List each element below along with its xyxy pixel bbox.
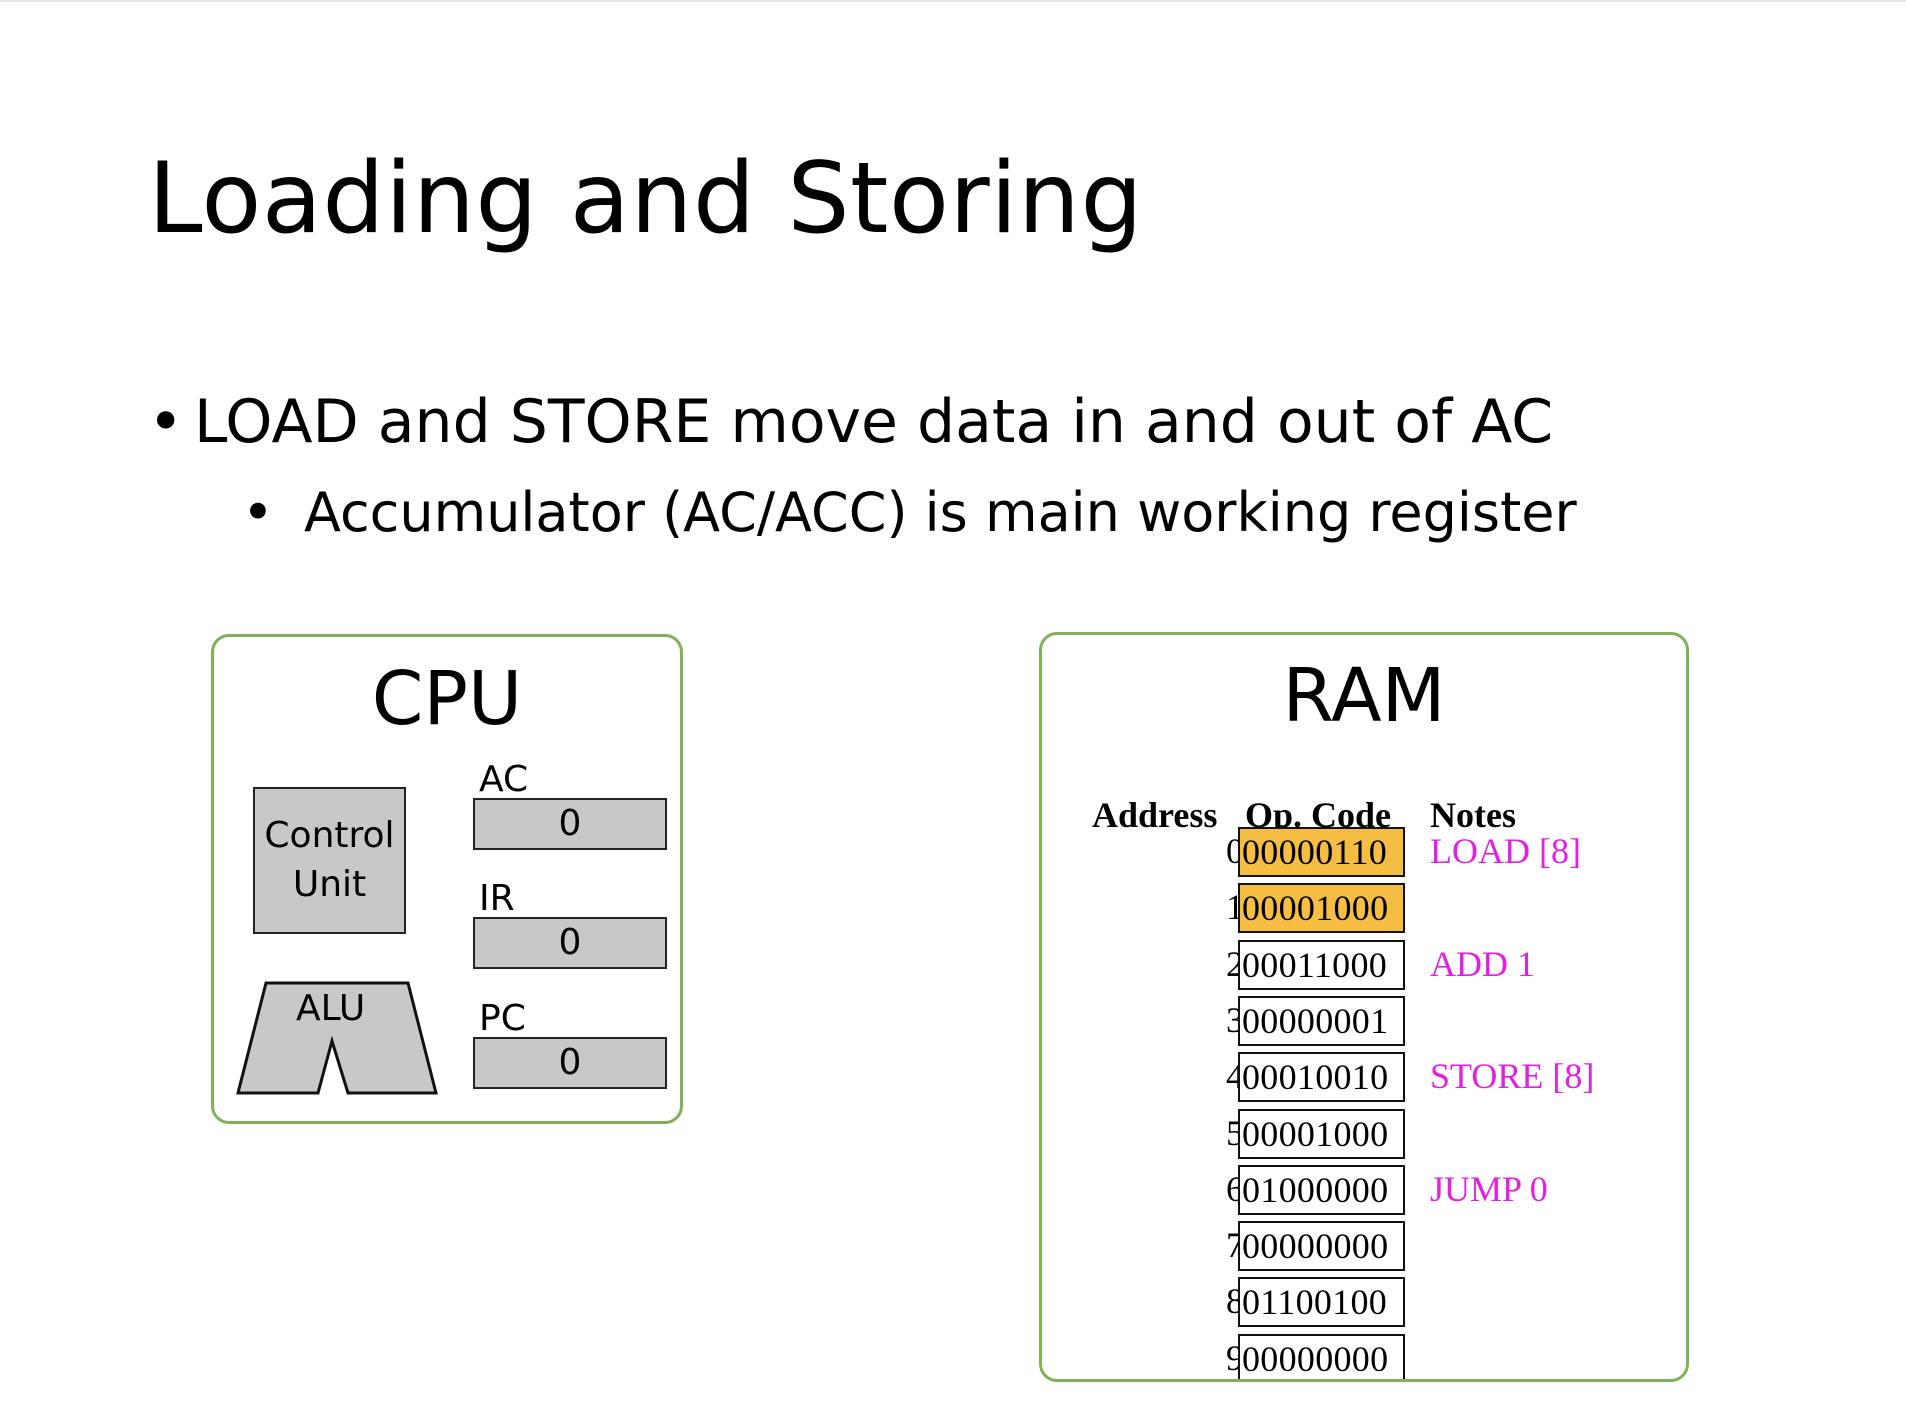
- ram-address: 8: [1226, 1281, 1244, 1322]
- ram-address: 4: [1226, 1056, 1244, 1097]
- ram-opcode-cell: 00011000: [1238, 939, 1405, 990]
- control-unit-label-line2: Unit: [292, 863, 367, 905]
- ram-note: STORE [8]: [1430, 1056, 1595, 1097]
- sub-bullet-item: •Accumulator (AC/ACC) is main working re…: [242, 486, 1577, 540]
- control-unit: Control Unit: [253, 787, 406, 934]
- ram-note: LOAD [8]: [1430, 831, 1581, 871]
- ram-address: 1: [1226, 887, 1244, 928]
- ram-opcode-cell: 01000000: [1238, 1164, 1405, 1215]
- bullet-text: Accumulator (AC/ACC) is main working reg…: [304, 481, 1577, 544]
- ram-opcode-cell: 00000000: [1238, 1333, 1405, 1379]
- ram-address: 5: [1226, 1112, 1244, 1153]
- register-ac-value: 0: [473, 798, 667, 850]
- ram-opcode-cell: 00000000: [1238, 1221, 1405, 1272]
- ram-opcode-cell: 00010010: [1238, 1052, 1405, 1103]
- slide-title: Loading and Storing: [148, 142, 1144, 256]
- ram-opcode-cell: 00001000: [1238, 883, 1405, 934]
- ram-opcode-cell: 00001000: [1238, 1108, 1405, 1159]
- register-label-ac: AC: [479, 759, 529, 800]
- alu-label: ALU: [296, 988, 366, 1029]
- ram-address: 7: [1226, 1225, 1244, 1266]
- ram-address: 9: [1226, 1337, 1244, 1378]
- ram-opcode-cell: 01100100: [1238, 1277, 1405, 1328]
- ram-header-notes: Notes: [1430, 795, 1516, 835]
- ram-address: 3: [1226, 999, 1244, 1040]
- ram-opcode-cell: 00000110: [1238, 827, 1405, 877]
- bullet-text: LOAD and STORE move data in and out of A…: [194, 387, 1554, 457]
- cpu-title: CPU: [371, 656, 523, 742]
- top-divider: [0, 0, 1906, 2]
- register-label-ir: IR: [479, 878, 515, 919]
- register-pc-value: 0: [473, 1037, 667, 1089]
- alu-shape: [236, 981, 438, 1095]
- bullet-item: •LOAD and STORE move data in and out of …: [148, 392, 1553, 452]
- ram-note: JUMP 0: [1430, 1168, 1548, 1209]
- ram-note: ADD 1: [1430, 943, 1535, 984]
- register-ir-value: 0: [473, 917, 667, 969]
- register-label-pc: PC: [479, 998, 526, 1039]
- bullet-marker: •: [242, 481, 274, 544]
- ram-address: 6: [1226, 1168, 1244, 1209]
- ram-header-address: Address: [1092, 795, 1218, 835]
- bullet-marker: •: [148, 387, 184, 457]
- cpu-diagram: CPU Control Unit ALU AC 0 IR 0 PC 0: [211, 634, 683, 1124]
- ram-opcode-cell: 00000001: [1238, 995, 1405, 1046]
- control-unit-label-line1: Control: [264, 814, 395, 856]
- ram-address: 2: [1226, 943, 1244, 984]
- ram-address: 0: [1226, 831, 1244, 871]
- ram-title: RAM: [1282, 653, 1446, 739]
